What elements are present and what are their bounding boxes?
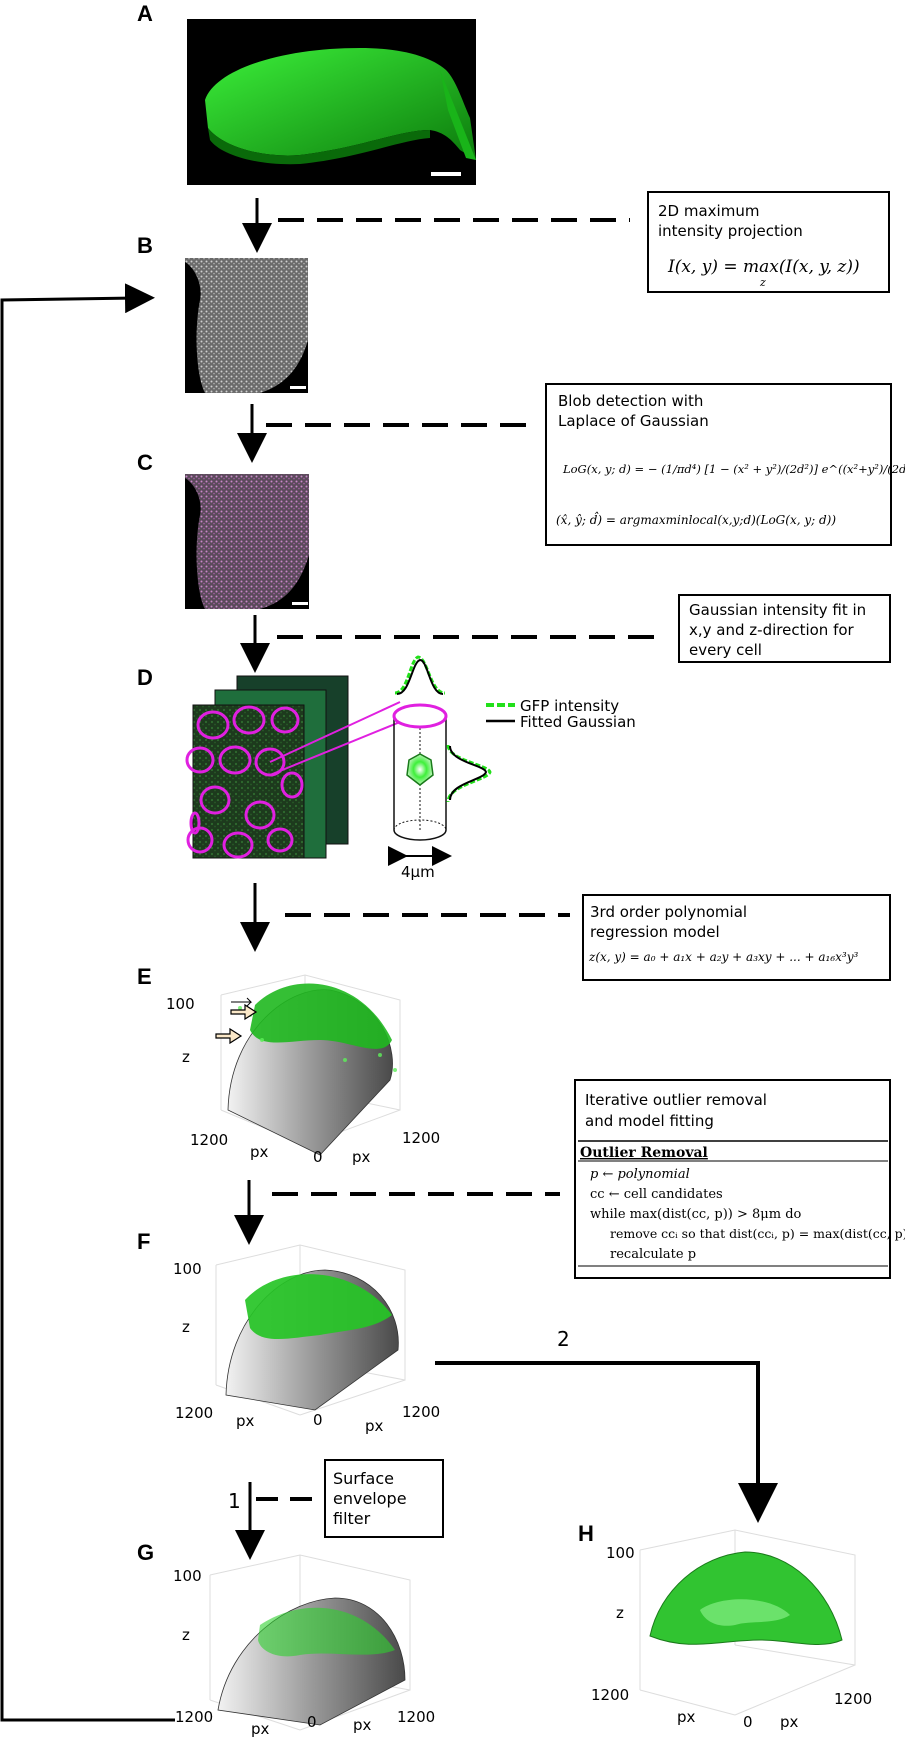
panel-g-surface-plot: 100 z 1200 px 0 px 1200 <box>173 1554 435 1737</box>
svg-text:1200: 1200 <box>190 1131 228 1149</box>
svg-text:0: 0 <box>307 1713 317 1731</box>
panel-label-c: C <box>137 450 153 475</box>
svg-text:z: z <box>182 1048 190 1066</box>
svg-text:LoG(x, y; d) = − (1/πd⁴) [1 −: LoG(x, y; d) = − (1/πd⁴) [1 − (x² + y²)/… <box>562 462 905 476</box>
panel-e-surface-plot: 100 z 1200 px 0 px 1200 <box>166 974 440 1166</box>
svg-text:recalculate p: recalculate p <box>610 1247 696 1262</box>
svg-text:2D maximum: 2D maximum <box>658 202 759 220</box>
flow-arrows <box>0 198 778 1722</box>
box-gaussian-fit: Gaussian intensity fit in x,y and z-dire… <box>678 594 891 663</box>
panel-label-d: D <box>137 665 153 690</box>
panel-label-e: E <box>137 964 152 989</box>
svg-text:I(x, y) = max(I(x, y, z)): I(x, y) = max(I(x, y, z)) <box>667 257 860 277</box>
svg-text:filter: filter <box>333 1509 371 1528</box>
box-surface-envelope: Surface envelope filter <box>324 1459 444 1538</box>
svg-text:z: z <box>182 1626 190 1644</box>
svg-text:1200: 1200 <box>402 1129 440 1147</box>
svg-text:Iterative outlier removal: Iterative outlier removal <box>585 1091 767 1109</box>
box-polynomial-regression: 3rd order polynomial regression model z(… <box>582 894 891 981</box>
svg-text:z: z <box>182 1318 190 1336</box>
panel-label-f: F <box>137 1229 150 1254</box>
svg-text:while max(dist(cc, p)) > 8μm d: while max(dist(cc, p)) > 8μm do <box>590 1207 802 1222</box>
panel-label-a: A <box>137 1 153 26</box>
svg-text:Outlier Removal: Outlier Removal <box>580 1145 708 1161</box>
box-blob-detection: Blob detection with Laplace of Gaussian … <box>545 383 905 546</box>
arrow-label-2: 2 <box>557 1327 570 1351</box>
svg-text:px: px <box>677 1708 696 1726</box>
svg-text:and model fitting: and model fitting <box>585 1112 714 1130</box>
svg-text:1200: 1200 <box>402 1403 440 1421</box>
box-outlier-removal: Iterative outlier removal and model fitt… <box>574 1079 905 1279</box>
svg-text:Laplace of Gaussian: Laplace of Gaussian <box>558 412 709 430</box>
svg-text:Blob detection with: Blob detection with <box>558 392 703 410</box>
svg-text:px: px <box>250 1143 269 1161</box>
box-2d-projection: 2D maximum intensity projection I(x, y) … <box>647 191 890 293</box>
legend-gfp-intensity: GFP intensity <box>520 697 619 715</box>
svg-text:1200: 1200 <box>397 1708 435 1726</box>
svg-text:3rd order polynomial: 3rd order polynomial <box>590 903 747 921</box>
svg-text:px: px <box>236 1412 255 1430</box>
panel-b-image <box>185 258 308 393</box>
svg-text:100: 100 <box>606 1544 635 1562</box>
svg-text:px: px <box>251 1720 270 1737</box>
svg-text:x,y and z-direction for: x,y and z-direction for <box>689 621 855 639</box>
svg-text:Surface: Surface <box>333 1469 394 1488</box>
svg-text:0: 0 <box>313 1411 323 1429</box>
panel-label-h: H <box>578 1521 594 1546</box>
panel-c-image <box>185 474 309 609</box>
panel-h-scatter-plot: 100 z 1200 px 0 px 1200 <box>591 1529 872 1731</box>
svg-text:100: 100 <box>166 995 195 1013</box>
svg-text:Gaussian intensity fit in: Gaussian intensity fit in <box>689 601 866 619</box>
svg-text:intensity projection: intensity projection <box>658 222 803 240</box>
svg-text:0: 0 <box>313 1148 323 1166</box>
svg-text:px: px <box>780 1713 799 1731</box>
legend-fitted-gaussian: Fitted Gaussian <box>520 713 636 731</box>
svg-text:1200: 1200 <box>175 1404 213 1422</box>
svg-text:100: 100 <box>173 1260 202 1278</box>
svg-text:remove ccᵢ so that dist(ccᵢ, p: remove ccᵢ so that dist(ccᵢ, p) = max(di… <box>610 1226 905 1241</box>
svg-text:1200: 1200 <box>591 1686 629 1704</box>
svg-text:envelope: envelope <box>333 1489 407 1508</box>
svg-text:(x̂, ŷ; d̂) = argmaxminlocal(x: (x̂, ŷ; d̂) = argmaxminlocal(x,y;d)(LoG(… <box>556 510 836 527</box>
svg-text:cc ← cell candidates: cc ← cell candidates <box>590 1187 723 1202</box>
panel-f-surface-plot: 100 z 1200 px 0 px 1200 <box>173 1244 440 1435</box>
svg-text:1200: 1200 <box>175 1708 213 1726</box>
scale-label-4um: 4μm <box>401 863 435 881</box>
arrow-label-1: 1 <box>228 1489 241 1513</box>
svg-text:px: px <box>365 1417 384 1435</box>
panel-a-image <box>187 19 476 185</box>
scale-bar <box>431 172 461 176</box>
svg-text:z(x, y) = a₀ + a₁x + a₂y + a₃x: z(x, y) = a₀ + a₁x + a₂y + a₃xy + ... + … <box>588 950 858 964</box>
svg-text:p ← polynomial: p ← polynomial <box>590 1167 690 1182</box>
svg-text:px: px <box>352 1148 371 1166</box>
svg-text:every cell: every cell <box>689 641 762 659</box>
svg-text:z: z <box>759 276 766 289</box>
svg-text:1200: 1200 <box>834 1690 872 1708</box>
svg-text:regression model: regression model <box>590 923 720 941</box>
svg-text:100: 100 <box>173 1567 202 1585</box>
svg-text:px: px <box>353 1716 372 1734</box>
panel-d-illustration: 4μm GFP intensity Fitted Gaussian <box>185 655 636 881</box>
panel-label-b: B <box>137 233 153 258</box>
panel-label-g: G <box>137 1540 154 1565</box>
svg-text:0: 0 <box>743 1713 753 1731</box>
svg-text:z: z <box>616 1604 624 1622</box>
